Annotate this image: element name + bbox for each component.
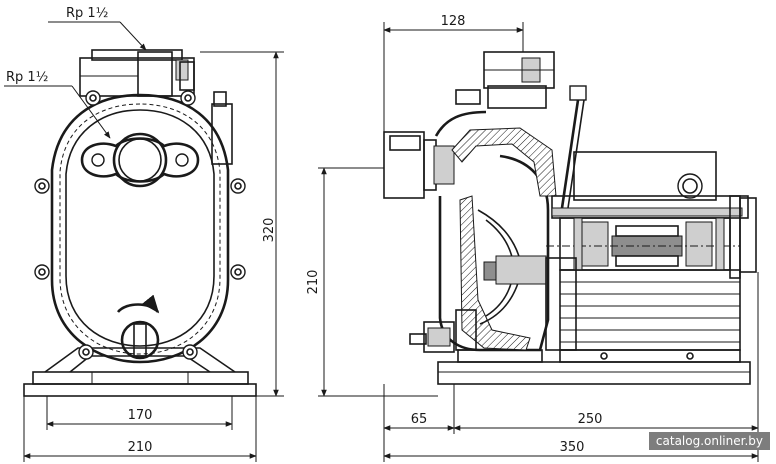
port-label-top: Rp 1½ bbox=[66, 6, 108, 21]
side-dimension-lines bbox=[318, 22, 759, 462]
side-view bbox=[318, 22, 759, 462]
front-base-plate bbox=[32, 371, 249, 385]
dim-front-bolt-spacing: 170 bbox=[128, 408, 153, 423]
front-bolts bbox=[34, 90, 246, 360]
front-dimension-lines bbox=[23, 51, 284, 462]
side-drain-valve bbox=[423, 321, 455, 353]
front-side-bracket bbox=[211, 103, 233, 165]
dim-front-height: 320 bbox=[262, 218, 277, 243]
front-view bbox=[4, 21, 284, 462]
dim-front-base-width: 210 bbox=[128, 440, 153, 455]
port-label-front: Rp 1½ bbox=[6, 70, 48, 85]
side-handle bbox=[569, 85, 587, 101]
front-base-foot bbox=[23, 383, 257, 397]
front-inlet-flange bbox=[80, 137, 200, 183]
dim-side-top: 128 bbox=[441, 14, 466, 29]
front-drain-plug bbox=[120, 320, 160, 360]
front-inlet-port bbox=[112, 132, 168, 188]
side-motor-body bbox=[559, 269, 741, 351]
rotation-arrow-icon bbox=[116, 294, 160, 314]
dim-side-right: 250 bbox=[578, 412, 603, 427]
side-base bbox=[437, 361, 751, 385]
dim-side-total: 350 bbox=[560, 440, 585, 455]
front-volute-outer bbox=[50, 93, 230, 364]
dim-side-height: 210 bbox=[306, 270, 321, 295]
side-motor-cover bbox=[573, 151, 717, 201]
front-base-support bbox=[44, 347, 236, 373]
watermark: catalog.onliner.by bbox=[648, 432, 770, 450]
dim-side-left: 65 bbox=[411, 412, 428, 427]
